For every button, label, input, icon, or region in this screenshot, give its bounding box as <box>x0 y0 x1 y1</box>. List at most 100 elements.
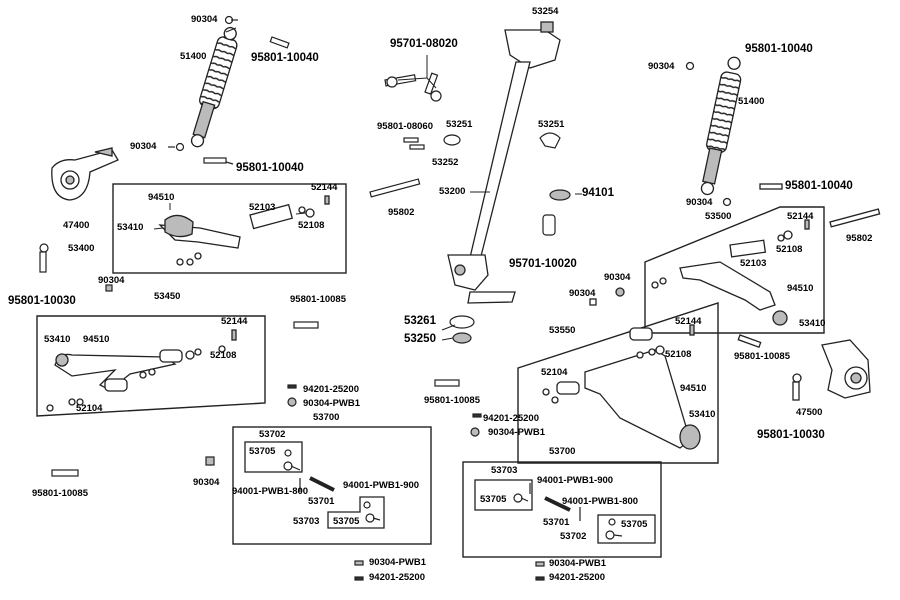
callout-53410-b: 53410 <box>44 334 71 345</box>
balljoint-inner-box-b <box>327 496 385 529</box>
callout-52104-b: 52104 <box>541 367 568 378</box>
callout-53251-a: 53251 <box>446 119 473 130</box>
callout-90304-d: 90304 <box>193 477 220 488</box>
callout-52103-b: 52103 <box>740 258 767 269</box>
right-upper-arm <box>651 208 881 326</box>
left-upper-arm <box>158 195 330 266</box>
callout-90304-a: 90304 <box>191 14 218 25</box>
steering-column <box>447 21 561 304</box>
callout-94001-pwb1-900-a: 94001-PWB1-900 <box>343 480 420 491</box>
callout-94201-25200-d: 94201-25200 <box>549 572 605 583</box>
callout-94101: 94101 <box>582 187 614 199</box>
steering-small-parts <box>369 72 571 437</box>
callout-53254: 53254 <box>532 6 559 17</box>
callout-95801-10085-a: 95801-10085 <box>290 294 346 305</box>
right-knuckle <box>792 339 871 401</box>
left-misc-bolts <box>39 243 364 581</box>
callout-95701-10020: 95701-10020 <box>509 258 577 270</box>
callout-53702-b: 53702 <box>560 531 587 542</box>
callout-47500: 47500 <box>796 407 823 418</box>
callout-52108-d: 52108 <box>665 349 692 360</box>
balljoint-inner-box-c <box>474 479 533 511</box>
callout-53701-b: 53701 <box>543 517 570 528</box>
callout-90304-f: 90304 <box>686 197 713 208</box>
callout-53410-d: 53410 <box>689 409 716 420</box>
callout-95802-a: 95802 <box>388 207 415 218</box>
callout-53250: 53250 <box>404 333 436 345</box>
callout-94510-b: 94510 <box>83 334 110 345</box>
callout-53700-a: 53700 <box>313 412 340 423</box>
left-shock-absorber <box>190 26 238 148</box>
callout-53705-a: 53705 <box>249 446 276 457</box>
callout-53705-c: 53705 <box>480 494 507 505</box>
callout-53252: 53252 <box>432 157 459 168</box>
left-lower-arm <box>46 329 237 412</box>
callout-52103-a: 52103 <box>249 202 276 213</box>
callout-95801-10030-b: 95801-10030 <box>757 429 825 441</box>
callout-94510-c: 94510 <box>787 283 814 294</box>
callout-90304-pwb1-a: 90304-PWB1 <box>303 398 361 409</box>
callout-90304-g: 90304 <box>604 272 631 283</box>
callout-53261: 53261 <box>404 315 436 327</box>
lower-arm-box-right <box>517 302 719 464</box>
callout-53700-b: 53700 <box>549 446 576 457</box>
callout-53703-b: 53703 <box>491 465 518 476</box>
callout-90304-h: 90304 <box>569 288 596 299</box>
callout-90304-b: 90304 <box>130 141 157 152</box>
callout-52108-c: 52108 <box>776 244 803 255</box>
callout-52104-a: 52104 <box>76 403 103 414</box>
callout-95801-08060: 95801-08060 <box>377 121 433 132</box>
callout-53702-a: 53702 <box>259 429 286 440</box>
balljoint-box-left <box>232 426 432 545</box>
callout-94510-a: 94510 <box>148 192 175 203</box>
right-lower-arm <box>542 287 762 450</box>
callout-53410-a: 53410 <box>117 222 144 233</box>
callout-90304-pwb1-c: 90304-PWB1 <box>488 427 546 438</box>
callout-52144-d: 52144 <box>675 316 702 327</box>
callout-52144-b: 52144 <box>221 316 248 327</box>
callout-53705-d: 53705 <box>621 519 648 530</box>
left-knuckle <box>51 147 119 201</box>
callout-53410-c: 53410 <box>799 318 826 329</box>
balljoint-box-right <box>462 461 662 558</box>
callout-52144-c: 52144 <box>787 211 814 222</box>
callout-53450: 53450 <box>154 291 181 302</box>
callout-94001-pwb1-800-a: 94001-PWB1-800 <box>232 486 309 497</box>
callout-95801-10030-a: 95801-10030 <box>8 295 76 307</box>
balljoint-inner-box-a <box>244 441 303 473</box>
callout-95802-b: 95802 <box>846 233 873 244</box>
callout-53500: 53500 <box>705 211 732 222</box>
callout-95801-10040-d: 95801-10040 <box>785 180 853 192</box>
callout-95801-10085-d: 95801-10085 <box>734 351 790 362</box>
left-upper-arm-leaders <box>153 203 307 230</box>
callout-95801-10085-c: 95801-10085 <box>424 395 480 406</box>
callout-51400-b: 51400 <box>738 96 765 107</box>
callout-94510-d: 94510 <box>680 383 707 394</box>
callout-52144-a: 52144 <box>311 182 338 193</box>
callout-94001-pwb1-800-b: 94001-PWB1-800 <box>562 496 639 507</box>
callout-90304-pwb1-d: 90304-PWB1 <box>549 558 607 569</box>
left-shock-bolts <box>168 15 290 165</box>
steering-leaders <box>397 55 582 341</box>
callout-53200: 53200 <box>439 186 466 197</box>
callout-95801-10040-c: 95801-10040 <box>745 43 813 55</box>
callout-53703-a: 53703 <box>293 516 320 527</box>
upper-arm-box-right <box>644 206 825 334</box>
callout-94001-pwb1-900-b: 94001-PWB1-900 <box>537 475 614 486</box>
lower-arm-box-left <box>36 315 266 417</box>
right-balljoint-parts <box>513 483 623 581</box>
callout-53705-b: 53705 <box>333 516 360 527</box>
callout-51400-a: 51400 <box>180 51 207 62</box>
balljoint-inner-box-d <box>597 514 656 544</box>
callout-95701-08020: 95701-08020 <box>390 38 458 50</box>
callout-95801-10085-b: 95801-10085 <box>32 488 88 499</box>
callout-52108-a: 52108 <box>298 220 325 231</box>
callout-94201-25200-a: 94201-25200 <box>303 384 359 395</box>
callout-90304-pwb1-b: 90304-PWB1 <box>369 557 427 568</box>
right-shock-absorber <box>685 56 783 207</box>
callout-53701-a: 53701 <box>308 496 335 507</box>
callout-53550: 53550 <box>549 325 576 336</box>
callout-95801-10040-b: 95801-10040 <box>236 162 304 174</box>
